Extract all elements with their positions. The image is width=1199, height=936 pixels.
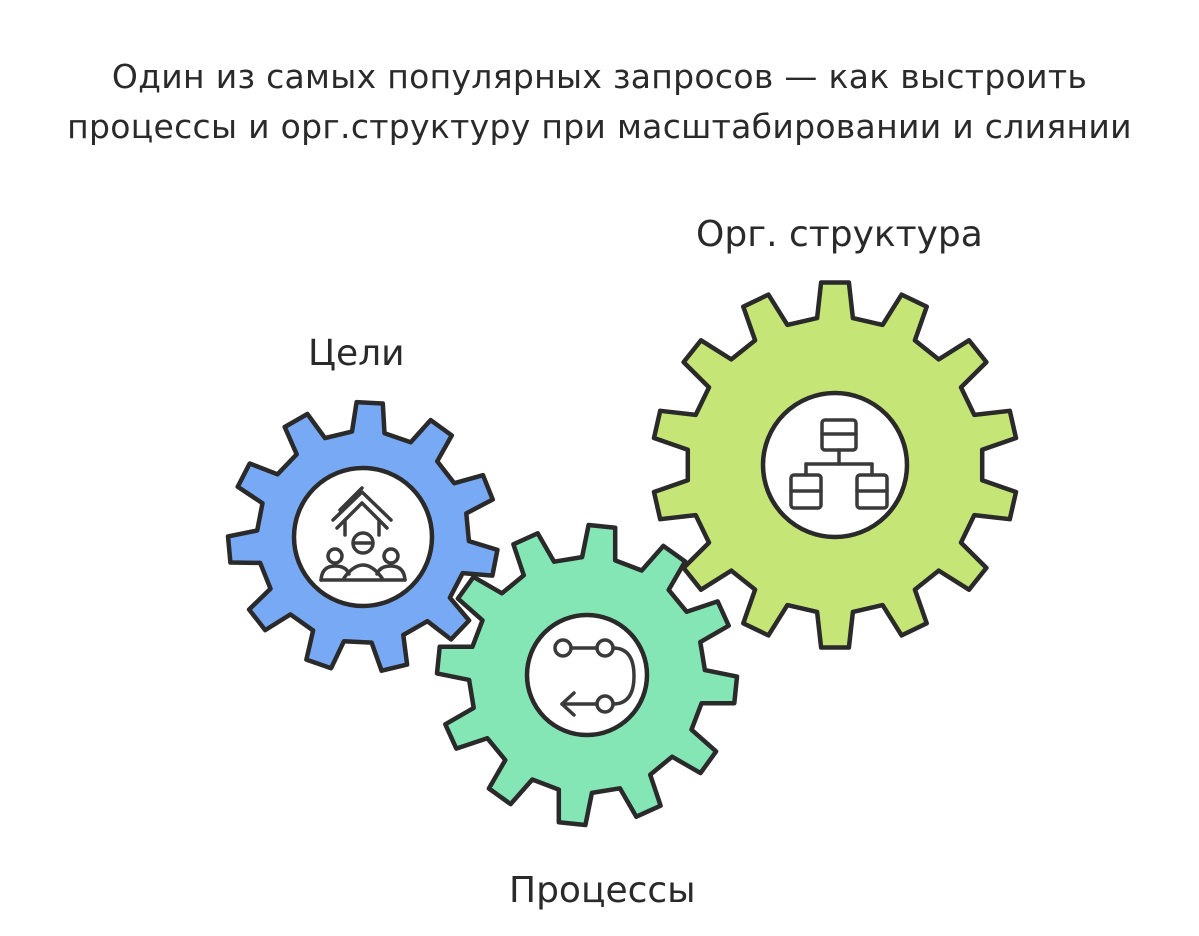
gear-goals: [225, 399, 500, 673]
gear-org: [651, 280, 1019, 650]
gear-process-label: Процессы: [509, 870, 696, 911]
gear-org-label: Орг. структура: [696, 214, 983, 255]
team-growth-icon: [319, 486, 407, 582]
title-line-2: процессы и орг.структуру при масштабиров…: [67, 107, 1132, 146]
gear-process: [434, 522, 740, 828]
diagram-title: Один из самых популярных запросов — как …: [0, 52, 1199, 152]
process-flow-icon: [553, 638, 636, 717]
title-line-1: Один из самых популярных запросов — как …: [111, 57, 1088, 96]
org-chart-icon: [789, 418, 889, 510]
gear-process-hub: [524, 612, 650, 738]
gear-goals-label: Цели: [308, 333, 405, 374]
gear-goals-hub: [291, 465, 435, 609]
